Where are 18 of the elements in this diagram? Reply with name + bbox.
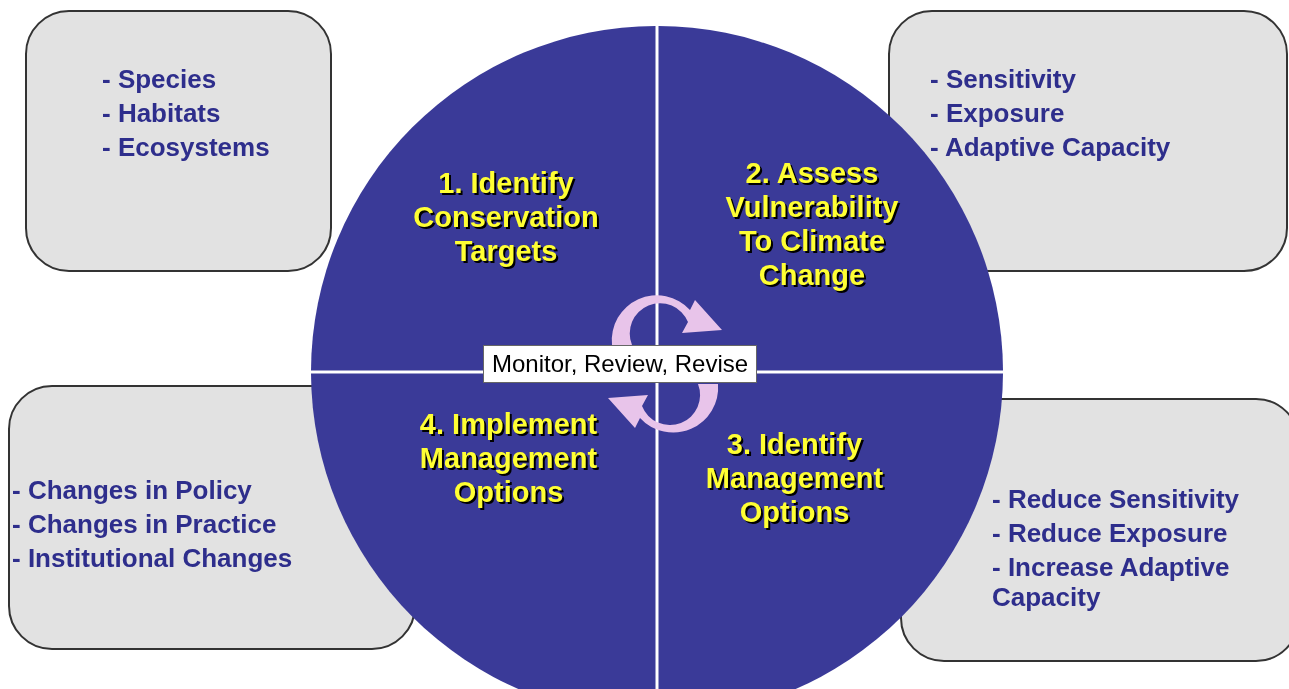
step-title: 2. Assess Vulnerability To Climate Change	[724, 156, 900, 292]
list-item: - Sensitivity	[930, 64, 1076, 94]
list-item: - Adaptive Capacity	[930, 132, 1171, 162]
list-item: - Ecosystems	[102, 132, 270, 162]
list-item: - Exposure	[930, 98, 1065, 128]
list-item: - Institutional Changes	[12, 543, 293, 573]
list-item: - Reduce Exposure	[992, 518, 1229, 548]
info-panel	[25, 10, 332, 272]
center-label: Monitor, Review, Revise	[483, 345, 758, 383]
step-title: 1. Identify Conservation Targets	[412, 166, 600, 268]
step-title: 4. Implement Management Options	[418, 407, 599, 509]
list-item: - Habitats	[102, 98, 221, 128]
list-item: - Changes in Practice	[12, 509, 277, 539]
list-item: - Species	[102, 64, 217, 94]
step-title: 3. Identify Management Options	[704, 427, 885, 529]
list-item: - Changes in Policy	[12, 475, 252, 505]
list-item: - Reduce Sensitivity	[992, 484, 1241, 514]
list-item: - Increase Adaptive Capacity	[992, 552, 1231, 612]
